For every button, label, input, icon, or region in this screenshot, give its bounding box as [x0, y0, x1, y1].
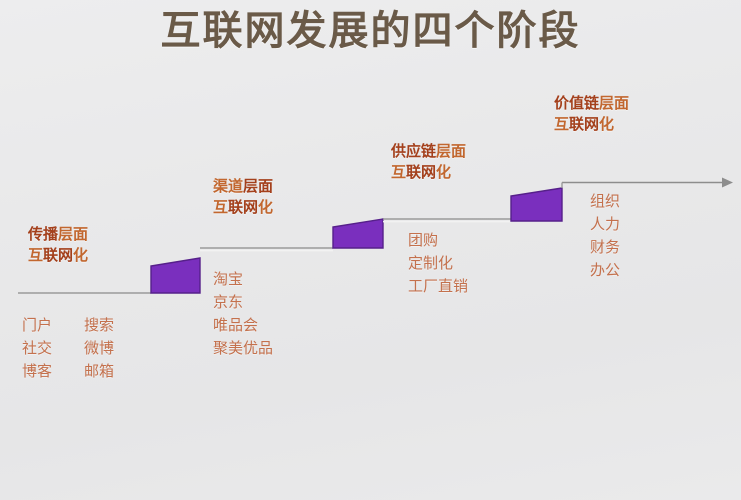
- stair-riser-3: [510, 187, 563, 222]
- list-item: 京东: [213, 293, 244, 311]
- stage-label-3-line-2-rest: 化: [436, 163, 452, 181]
- stage-label-1-emphasis: 传播: [28, 225, 59, 243]
- list-item: 办公: [590, 261, 621, 279]
- stage-label-3-rest: 层面: [436, 142, 467, 160]
- stage-items-1-r1-left: 社交: [22, 339, 53, 357]
- stage-label-4-emphasis: 价值链: [554, 94, 600, 112]
- stage-items-3: 团购 定制化 工厂直销: [408, 229, 468, 298]
- list-item: 唯品会: [213, 316, 259, 334]
- stage-label-2-line-1: 渠道层面: [213, 176, 273, 197]
- stage-label-1-rest: 层面: [58, 225, 89, 243]
- stage-label-2-emphasis: 层面: [243, 177, 274, 195]
- list-item: 财务: [590, 238, 621, 256]
- stage-label-1-line-2: 互联网化: [28, 245, 88, 266]
- stage-label-1-line-2-pre: 互: [28, 246, 44, 264]
- stage-label-1-line-2-rest: 化: [73, 246, 89, 264]
- list-item: 定制化: [408, 254, 454, 272]
- list-item: 社交 微博: [22, 337, 114, 360]
- stage-label-3: 供应链层面 互联网化: [391, 141, 466, 183]
- list-item: 门户 搜索: [22, 314, 114, 337]
- list-item: 淘宝: [213, 270, 244, 288]
- stage-label-1-line-1: 传播层面: [28, 224, 88, 245]
- stage-label-4-rest: 层面: [599, 94, 630, 112]
- stage-label-4-line-2-rest: 化: [599, 115, 615, 133]
- stage-items-1-r2-left: 博客: [22, 362, 53, 380]
- list-item: 组织: [590, 192, 621, 210]
- list-item: 人力: [590, 215, 621, 233]
- stage-label-1: 传播层面 互联网化: [28, 224, 88, 266]
- stage-label-3-line-2-pre: 互: [391, 163, 407, 181]
- stage-label-2-line-2-rest: 化: [258, 198, 274, 216]
- list-item: 博客 邮箱: [22, 360, 114, 383]
- progress-arrow-head: [722, 177, 733, 188]
- stage-label-2: 渠道层面 互联网化: [213, 176, 273, 218]
- list-item: 团购: [408, 231, 439, 249]
- stage-items-1-r2-right: 邮箱: [84, 362, 115, 380]
- stage-label-2-line-2-pre: 互: [213, 198, 229, 216]
- stage-label-4-line-1: 价值链层面: [554, 93, 629, 114]
- stage-label-3-line-2: 互联网化: [391, 162, 466, 183]
- stage-items-1-r0-right: 搜索: [84, 316, 115, 334]
- stage-label-2-prefix: 渠道: [213, 177, 244, 195]
- stage-label-3-line-2-emphasis: 联网: [406, 163, 437, 181]
- stage-label-1-line-2-emphasis: 联网: [43, 246, 74, 264]
- stage-label-4-line-2-pre: 互: [554, 115, 570, 133]
- stage-items-1: 门户 搜索 社交 微博 博客 邮箱: [22, 314, 114, 383]
- stage-items-1-r0-left: 门户: [22, 316, 53, 334]
- stage-label-3-line-1: 供应链层面: [391, 141, 466, 162]
- stair-riser-1: [150, 257, 201, 294]
- stage-items-1-r1-right: 微博: [84, 339, 115, 357]
- list-item: 工厂直销: [408, 277, 469, 295]
- stair-riser-2: [332, 218, 384, 249]
- stage-label-4: 价值链层面 互联网化: [554, 93, 629, 135]
- stage-label-3-emphasis: 供应链: [391, 142, 437, 160]
- list-item: 聚美优品: [213, 339, 274, 357]
- stage-label-2-line-2-emphasis: 联网: [228, 198, 259, 216]
- page-title: 互联网发展的四个阶段: [160, 8, 581, 54]
- stage-items-2: 淘宝 京东 唯品会 聚美优品: [213, 268, 273, 360]
- stage-label-2-line-2: 互联网化: [213, 197, 273, 218]
- stage-label-4-line-2: 互联网化: [554, 114, 629, 135]
- stage-label-4-line-2-emphasis: 联网: [569, 115, 600, 133]
- stage-items-4: 组织 人力 财务 办公: [590, 190, 620, 282]
